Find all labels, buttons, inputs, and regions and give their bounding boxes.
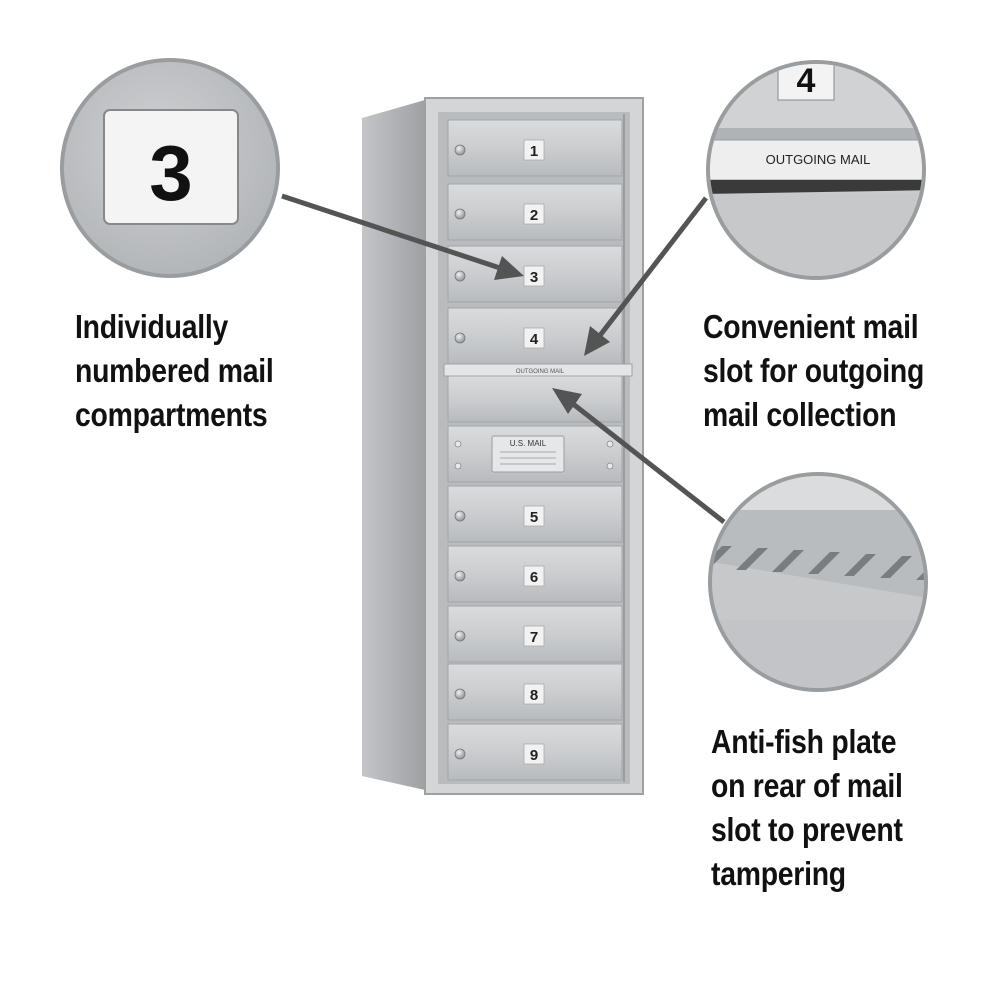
- lock-icon[interactable]: [454, 570, 466, 582]
- cabinet-side-panel: [362, 100, 425, 790]
- fish-slot: [712, 546, 732, 568]
- callout-anti-fish-plate: [708, 472, 928, 692]
- zoom-number: 3: [149, 129, 192, 217]
- caption-line: slot to prevent: [711, 811, 903, 848]
- number-plate: [103, 109, 239, 225]
- caption-numbered-compartments: Individually numbered mail compartments: [75, 305, 274, 437]
- arrow-head-left: [494, 256, 524, 280]
- door-number-plate: [523, 505, 545, 527]
- usmail-access-panel: U.S. MAIL: [447, 425, 623, 483]
- caption-line: numbered mail: [75, 352, 274, 389]
- door-number: 4: [530, 331, 539, 348]
- callout-numbered-compartments: 3: [60, 58, 280, 278]
- door-number-plate: [523, 327, 545, 349]
- door-number-plate: [523, 683, 545, 705]
- caption-line: Individually: [75, 308, 229, 345]
- fish-slot: [736, 548, 768, 570]
- door-number: 3: [530, 269, 538, 286]
- lock-icon[interactable]: [454, 748, 466, 760]
- caption-line: mail collection: [703, 396, 897, 433]
- mail-door[interactable]: 5: [447, 485, 623, 543]
- lock-icon[interactable]: [454, 270, 466, 282]
- lock-icon[interactable]: [454, 630, 466, 642]
- caption-line: Anti-fish plate: [711, 723, 897, 760]
- usmail-plate-label: U.S. MAIL: [510, 439, 547, 448]
- lock-icon[interactable]: [454, 332, 466, 344]
- lock-icon[interactable]: [454, 144, 466, 156]
- door-number: 6: [530, 569, 538, 586]
- door-number: 9: [530, 747, 538, 764]
- mail-door[interactable]: 3: [447, 245, 623, 303]
- caption-outgoing-slot: Convenient mail slot for outgoing mail c…: [703, 305, 924, 437]
- door-number: 8: [530, 687, 538, 704]
- mail-door[interactable]: 7: [447, 605, 623, 663]
- mail-door[interactable]: 6: [447, 545, 623, 603]
- outgoing-slot-label: OUTGOING MAIL: [516, 369, 565, 375]
- rivet-icon: [454, 440, 462, 448]
- lock-icon[interactable]: [454, 688, 466, 700]
- callout-outgoing-slot: 4 OUTGOING MAIL: [706, 60, 926, 280]
- door-number-plate: [523, 743, 545, 765]
- lower-mail-doors: 5 6 7 8 9: [447, 485, 623, 781]
- caption-line: slot for outgoing: [703, 352, 925, 389]
- mail-door[interactable]: 1: [447, 119, 623, 177]
- door-number: 1: [530, 143, 538, 160]
- rivet-icon: [606, 440, 614, 448]
- upper-mail-doors: 1 2 3 4: [447, 119, 623, 365]
- mail-door[interactable]: 8: [447, 663, 623, 721]
- fish-slot: [880, 556, 912, 578]
- lock-icon[interactable]: [454, 510, 466, 522]
- caption-line: on rear of mail: [711, 767, 903, 804]
- fish-slot: [772, 550, 804, 572]
- door-panel: [447, 723, 623, 781]
- door-panel: [447, 183, 623, 241]
- outgoing-mail-slot[interactable]: OUTGOING MAIL: [443, 363, 633, 423]
- arrow-head-right-top: [584, 326, 610, 356]
- lock-icon[interactable]: [454, 208, 466, 220]
- fish-slot: [808, 552, 840, 574]
- mail-door[interactable]: 9: [447, 723, 623, 781]
- usmail-plate: [491, 435, 565, 473]
- zoom-number: 4: [797, 62, 816, 100]
- door-number-plate: [523, 625, 545, 647]
- door-number: 5: [530, 509, 538, 526]
- fish-slot: [844, 554, 876, 576]
- caption-line: tampering: [711, 855, 846, 892]
- door-number: 2: [530, 207, 538, 224]
- arrow-left: [281, 193, 507, 273]
- door-number-plate: [523, 139, 545, 161]
- arrow-right-bottom: [566, 398, 726, 524]
- caption-line: Convenient mail: [703, 308, 919, 345]
- arrow-head-right-bottom: [552, 388, 582, 414]
- zoom-outgoing-label: OUTGOING MAIL: [766, 152, 871, 167]
- rivet-icon: [606, 462, 614, 470]
- rivet-icon: [454, 462, 462, 470]
- caption-line: compartments: [75, 396, 268, 433]
- door-number-plate: [523, 565, 545, 587]
- caption-anti-fish-plate: Anti-fish plate on rear of mail slot to …: [711, 720, 903, 896]
- mail-door[interactable]: 2: [447, 183, 623, 241]
- outgoing-slot-door: [447, 375, 623, 423]
- anti-fish-teeth: [712, 546, 924, 580]
- arrow-right-top: [596, 196, 708, 340]
- door-number: 7: [530, 629, 538, 646]
- door-number-plate: [523, 203, 545, 225]
